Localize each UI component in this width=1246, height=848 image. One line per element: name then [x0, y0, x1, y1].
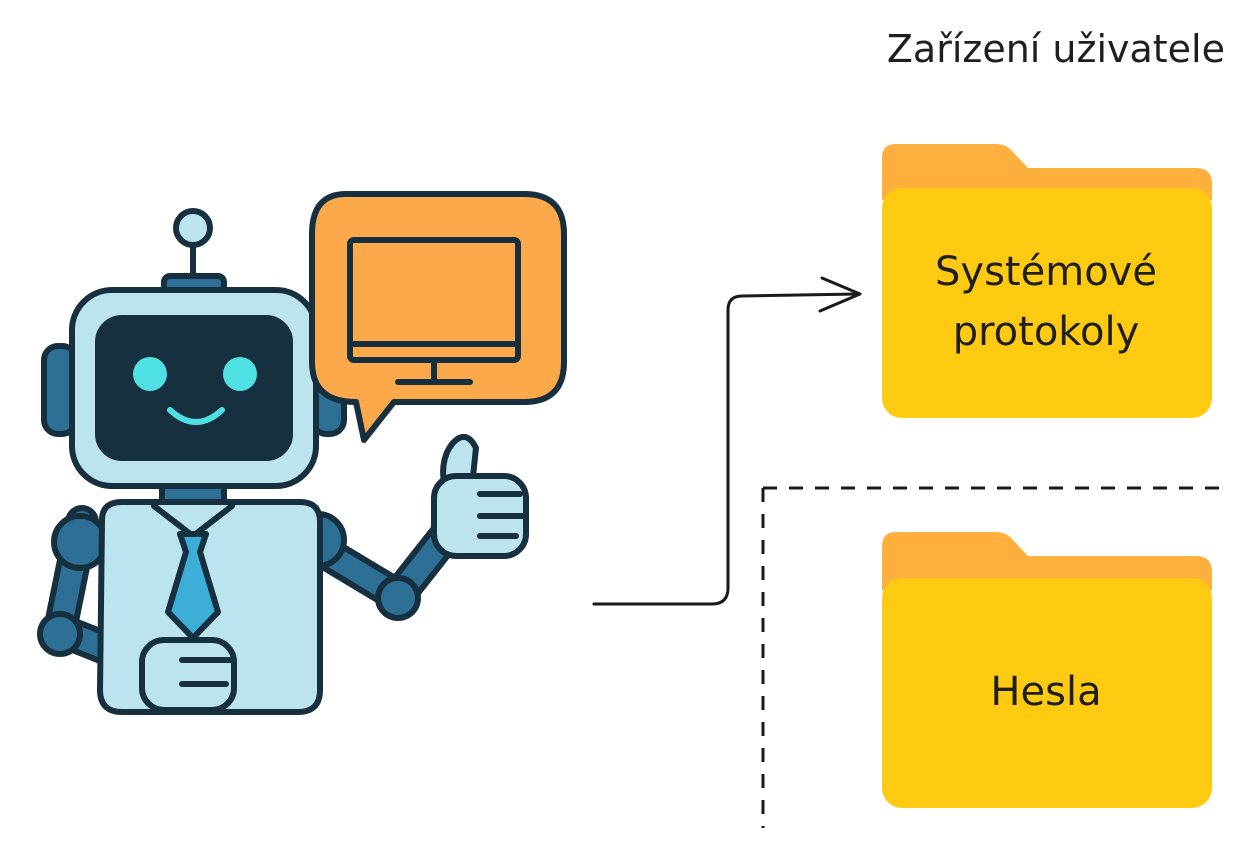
device-boundary [761, 486, 1226, 828]
arrow-head-icon [818, 276, 862, 313]
robot-face-screen [95, 315, 293, 461]
robot-hand-left [139, 637, 237, 713]
monitor-icon [347, 237, 521, 385]
folder-label-line-1: Hesla [990, 669, 1101, 715]
robot-antenna-tip [173, 208, 213, 248]
folder-icon [882, 144, 1212, 200]
folder-label-line-1: Systémové [935, 249, 1157, 295]
folder-icon [882, 532, 1212, 590]
device-label: Zařízení uživatele [887, 27, 1225, 71]
thumbs-up-icon [431, 434, 529, 559]
robot-smile [167, 407, 225, 425]
robot-illustration [37, 208, 529, 715]
speech-bubble [309, 191, 567, 443]
folder-system-logs: Systémové protokoly [882, 144, 1212, 418]
robot-tie [165, 531, 221, 641]
folder-passwords: Hesla [882, 532, 1212, 808]
robot-eye-left [133, 357, 167, 391]
folder-label-line-2: protokoly [953, 309, 1140, 355]
access-arrow [592, 276, 862, 606]
robot-eye-right [223, 357, 257, 391]
